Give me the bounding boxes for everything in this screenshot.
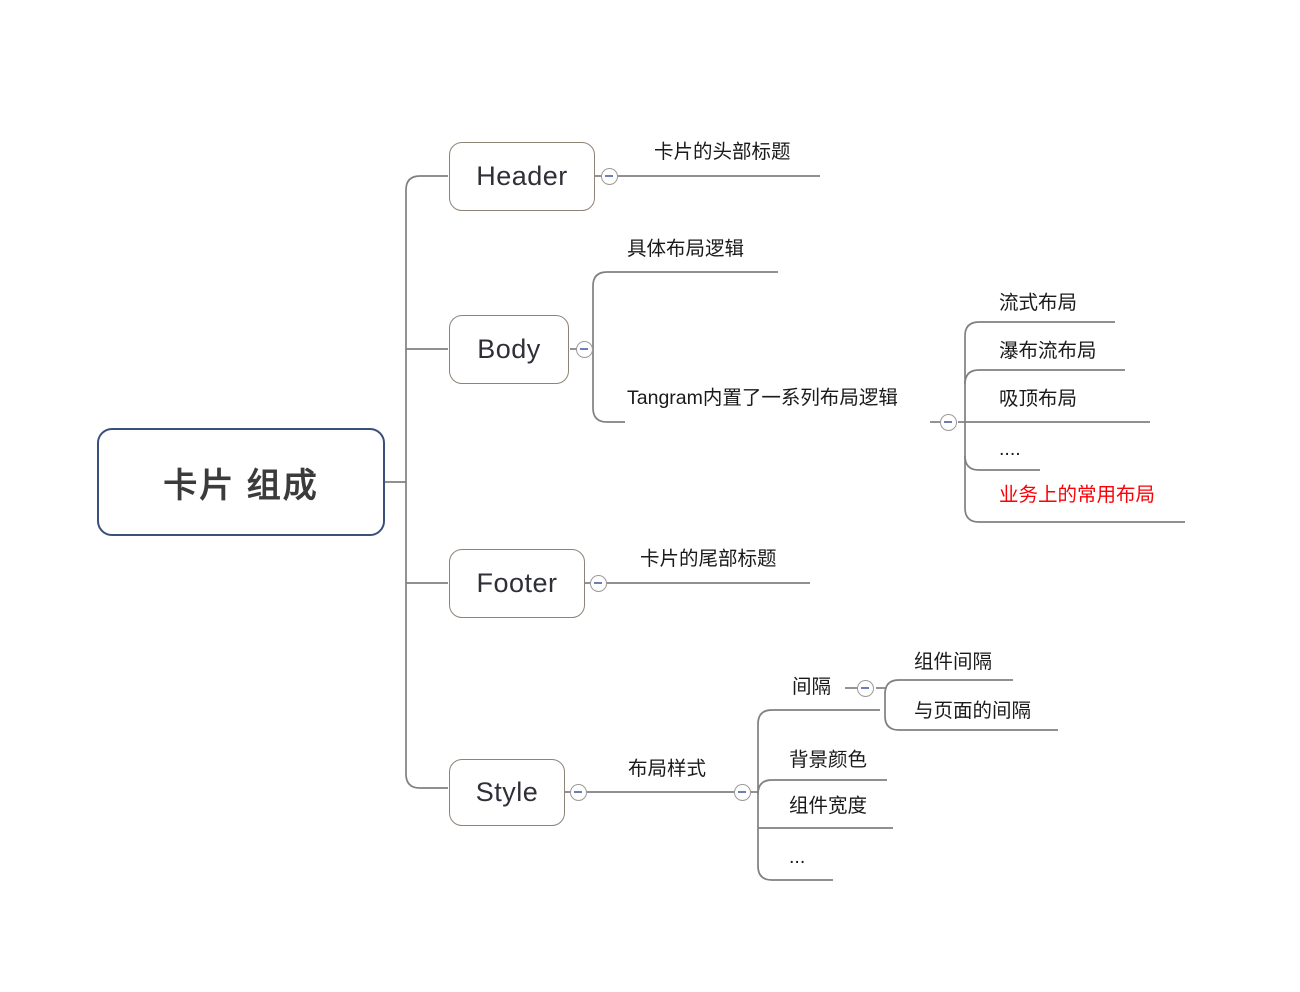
leaf-ellipsis-layouts: ....: [999, 438, 1021, 460]
leaf-body-tangram-layouts: Tangram内置了一系列布局逻辑: [627, 387, 898, 409]
branch-node-body[interactable]: Body: [449, 315, 569, 384]
branch-node-footer-label: Footer: [476, 568, 558, 598]
collapse-toggle-header[interactable]: [601, 168, 618, 185]
collapse-toggle-tangram[interactable]: [940, 414, 957, 431]
leaf-background-color: 背景颜色: [789, 749, 868, 771]
branch-node-header-label: Header: [476, 161, 568, 191]
leaf-ellipsis-style: ...: [789, 846, 806, 868]
leaf-layout-style: 布局样式: [628, 758, 707, 780]
leaf-component-spacing: 组件间隔: [914, 651, 993, 673]
leaf-body-layout-logic: 具体布局逻辑: [627, 238, 745, 260]
leaf-waterfall-layout: 瀑布流布局: [999, 340, 1097, 362]
leaf-business-common-layout: 业务上的常用布局: [999, 484, 1156, 506]
leaf-spacing: 间隔: [792, 676, 832, 698]
collapse-toggle-body[interactable]: [576, 341, 593, 358]
branch-node-style-label: Style: [475, 777, 539, 807]
collapse-toggle-footer[interactable]: [590, 575, 607, 592]
root-node[interactable]: 卡片 组成: [97, 428, 385, 536]
leaf-flow-layout: 流式布局: [999, 292, 1078, 314]
leaf-footer-title: 卡片的尾部标题: [640, 548, 777, 570]
branch-node-header[interactable]: Header: [449, 142, 595, 211]
root-node-label: 卡片 组成: [163, 466, 319, 505]
leaf-sticky-layout: 吸顶布局: [999, 388, 1078, 410]
leaf-page-spacing: 与页面的间隔: [914, 700, 1032, 722]
branch-node-footer[interactable]: Footer: [449, 549, 585, 618]
collapse-toggle-layout-style[interactable]: [734, 784, 751, 801]
branch-node-body-label: Body: [477, 334, 541, 364]
leaf-header-title: 卡片的头部标题: [654, 141, 791, 163]
collapse-toggle-style[interactable]: [570, 784, 587, 801]
leaf-component-width: 组件宽度: [789, 795, 868, 817]
branch-node-style[interactable]: Style: [449, 759, 565, 826]
collapse-toggle-spacing[interactable]: [857, 680, 874, 697]
